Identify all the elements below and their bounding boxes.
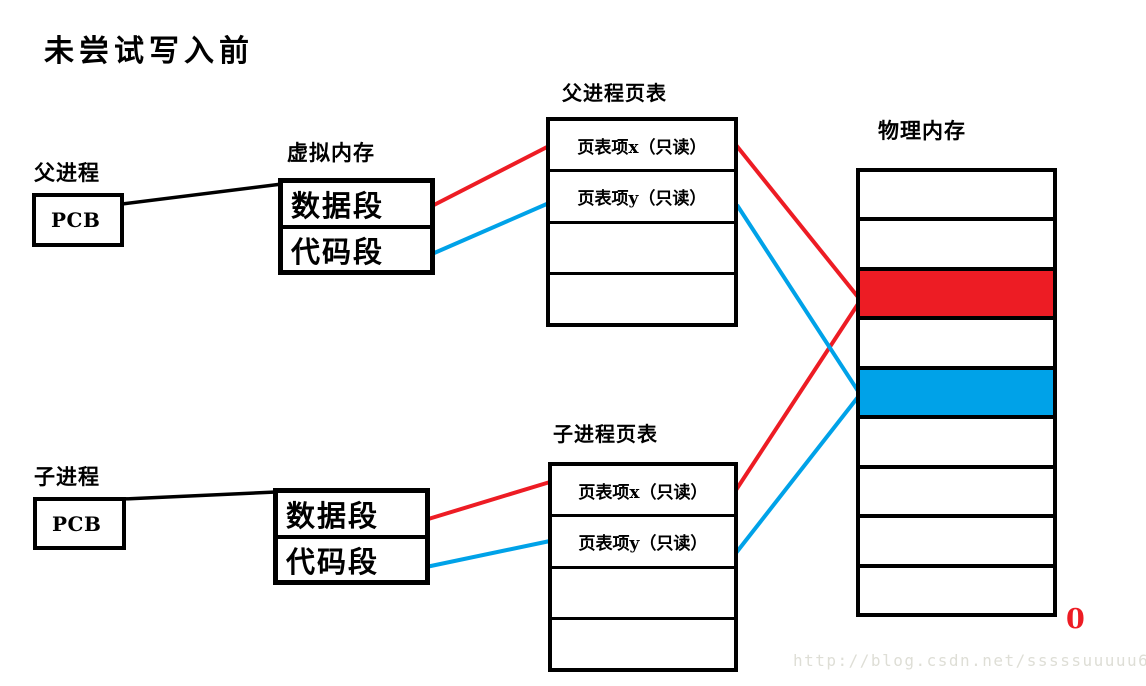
physical-memory xyxy=(856,168,1057,617)
memory-origin-label: 0 xyxy=(1066,604,1085,635)
parent-code-segment: 代码段 xyxy=(291,235,385,269)
line-red-child-entry-x-to-physmem xyxy=(734,302,860,492)
line-red-parent-data-to-entry-x xyxy=(429,144,550,209)
parent-page-table-title: 父进程页表 xyxy=(562,81,667,105)
parent-page-table: 页表项x（只读） 页表项y（只读） xyxy=(546,117,738,327)
memory-frame xyxy=(860,172,1053,222)
memory-frame xyxy=(860,468,1053,519)
parent-page-table-empty-row xyxy=(550,275,734,323)
line-child-pcb-to-vm xyxy=(122,490,277,501)
line-blue-parent-entry-y-to-physmem xyxy=(735,203,860,393)
parent-page-table-empty-row xyxy=(550,224,734,275)
line-blue-child-code-to-entry-y xyxy=(425,539,551,569)
child-page-table-title: 子进程页表 xyxy=(553,422,658,446)
parent-pcb-label: PCB xyxy=(51,208,101,232)
child-page-table-empty-row xyxy=(552,620,734,668)
physical-memory-label: 物理内存 xyxy=(878,118,966,143)
child-data-segment: 数据段 xyxy=(278,493,425,539)
child-pcb-box: PCB xyxy=(33,497,126,550)
line-blue-parent-code-to-entry-y xyxy=(431,201,550,256)
parent-pcb-box: PCB xyxy=(32,193,124,247)
child-page-table-entry-y: 页表项y（只读） xyxy=(552,517,734,569)
memory-frame xyxy=(860,518,1053,568)
memory-frame xyxy=(860,567,1053,613)
child-code-segment: 代码段 xyxy=(286,545,380,579)
child-page-table: 页表项x（只读） 页表项y（只读） xyxy=(548,462,738,672)
line-red-parent-entry-x-to-physmem xyxy=(734,143,860,299)
line-red-child-data-to-entry-x xyxy=(424,480,551,522)
child-page-table-entry-x: 页表项x（只读） xyxy=(552,466,734,518)
memory-frame-shared-data-page xyxy=(860,270,1053,321)
line-parent-pcb-to-vm xyxy=(121,182,283,206)
parent-process-label: 父进程 xyxy=(34,160,100,185)
memory-frame xyxy=(860,419,1053,469)
memory-frame xyxy=(860,320,1053,370)
memory-frame xyxy=(860,221,1053,271)
memory-frame-shared-code-page xyxy=(860,369,1053,420)
virtual-memory-label: 虚拟内存 xyxy=(287,140,375,165)
line-blue-child-entry-y-to-physmem xyxy=(734,395,860,555)
parent-virtual-memory-box: 数据段 代码段 xyxy=(278,178,435,275)
child-pcb-label: PCB xyxy=(52,511,102,536)
page-title: 未尝试写入前 xyxy=(44,34,254,69)
child-page-table-empty-row xyxy=(552,569,734,620)
child-virtual-memory-box: 数据段 代码段 xyxy=(273,488,430,585)
child-process-label: 子进程 xyxy=(34,464,100,489)
parent-page-table-entry-y: 页表项y（只读） xyxy=(550,172,734,224)
parent-data-segment: 数据段 xyxy=(283,183,430,229)
watermark-url: http://blog.csdn.net/sssssuuuuu666 xyxy=(793,651,1146,670)
parent-page-table-entry-x: 页表项x（只读） xyxy=(550,121,734,173)
